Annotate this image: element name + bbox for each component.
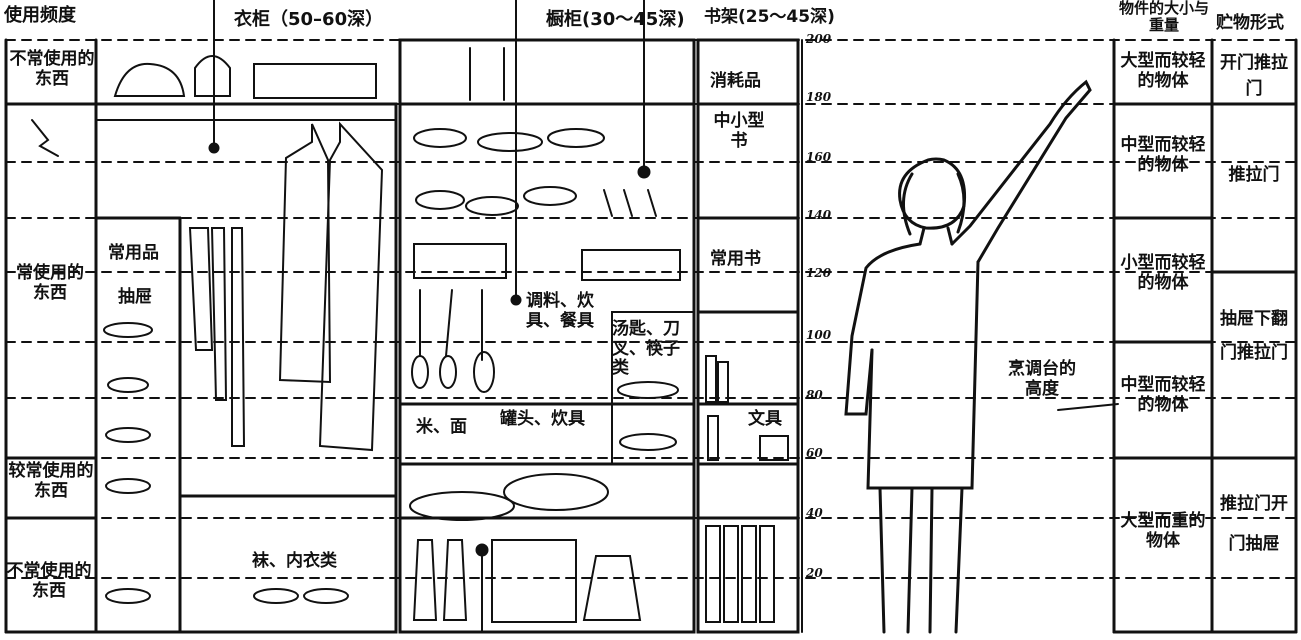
scale-tick-140: 140	[806, 208, 832, 222]
frequency-column	[4, 38, 98, 634]
size-small-light: 小型而较轻的物体	[1120, 253, 1206, 293]
cupboard-seasoning-cookware: 调料、炊具、餐具	[526, 291, 594, 331]
counter-height-label: 烹调台的高度	[1008, 359, 1076, 399]
wardrobe-drawer: 抽屉	[118, 287, 152, 307]
scale-tick-180: 180	[806, 90, 832, 104]
storage-form-header: 贮物形式	[1216, 13, 1284, 33]
item-size-header: 物件的大小与重量	[1118, 0, 1209, 34]
scale-tick-160: 160	[806, 150, 832, 164]
wardrobe-socks-underwear: 袜、内衣类	[252, 551, 337, 571]
size-medium-light-upper: 中型而较轻的物体	[1120, 135, 1206, 175]
frequency-fairly-common: 较常使用的东西	[8, 461, 94, 501]
bookshelf-header: 书架(25～45深)	[704, 7, 835, 27]
frequency-common: 常使用的东西	[16, 263, 84, 303]
storage-sliding: 推拉门	[1228, 165, 1280, 185]
bookshelf-stationery: 文具	[748, 409, 782, 429]
frequency-rare-bottom: 不常使用的东西	[6, 561, 92, 601]
size-weight-column	[1112, 38, 1214, 634]
size-medium-light-lower: 中型而较轻的物体	[1120, 375, 1206, 415]
wardrobe	[94, 0, 398, 634]
storage-sliding-open-drawer: 推拉门开门抽屉	[1220, 494, 1288, 554]
cupboard-cans-cookware: 罐头、炊具	[500, 409, 585, 429]
scale-tick-80: 80	[806, 388, 823, 402]
scale-tick-40: 40	[806, 506, 823, 520]
scale-tick-60: 60	[806, 446, 823, 460]
scale-tick-20: 20	[806, 566, 823, 580]
size-large-light: 大型而较轻的物体	[1120, 51, 1206, 91]
frequency-rare-top: 不常使用的东西	[9, 49, 95, 89]
cupboard-rice-flour: 米、面	[416, 417, 467, 437]
bookshelf	[696, 38, 800, 634]
storage-form-column	[1210, 38, 1298, 634]
storage-open-sliding: 开门推拉门	[1220, 53, 1288, 99]
bookshelf-small-medium-books: 中小型书	[713, 111, 765, 151]
bookshelf-consumables: 消耗品	[710, 71, 761, 91]
cupboard-header: 橱柜(30～45深)	[546, 9, 685, 30]
wardrobe-header: 衣柜（50–60深）	[234, 9, 384, 30]
wardrobe-common-items: 常用品	[108, 243, 159, 263]
woman-figure	[844, 79, 1119, 634]
bookshelf-common-books: 常用书	[710, 249, 761, 269]
scale-tick-100: 100	[806, 328, 832, 342]
cupboard-cutlery: 汤匙、刀叉、筷子类	[612, 319, 680, 379]
storage-drawer-flap-sliding: 抽屉下翻门推拉门	[1220, 309, 1288, 363]
cupboard	[398, 0, 696, 634]
frequency-header: 使用频度	[4, 5, 76, 26]
scale-tick-120: 120	[806, 266, 832, 280]
size-large-heavy: 大型而重的物体	[1120, 511, 1206, 551]
scale-tick-200: 200	[806, 32, 832, 46]
